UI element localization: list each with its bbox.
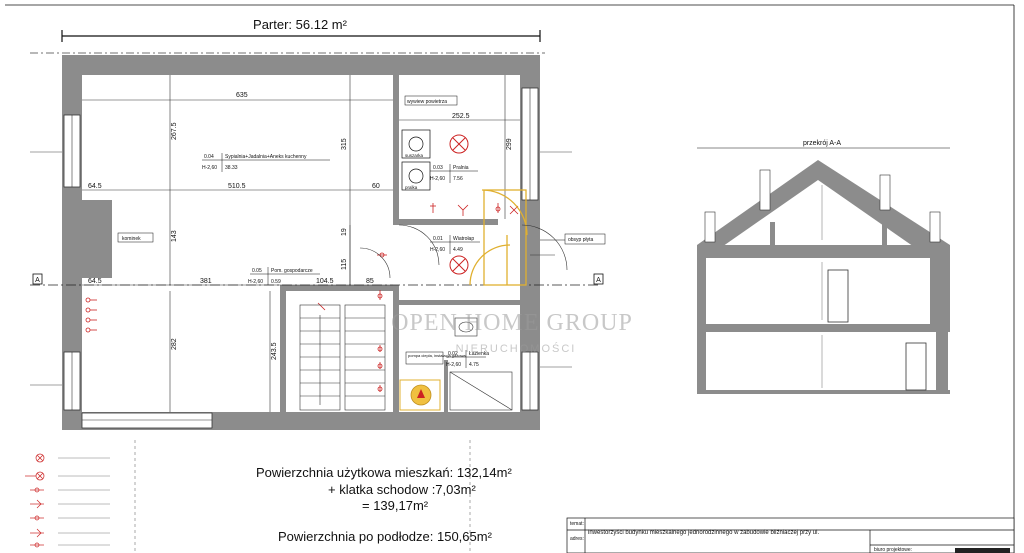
obsypka-label: obsyp płyta: [568, 237, 594, 243]
walls: [62, 55, 540, 430]
dim-645b: 64.5: [88, 278, 102, 285]
kominek-label: kominek: [122, 236, 141, 242]
area-floor: Powierzchnia po podłodze: 150,65m²: [278, 529, 492, 544]
svg-text:H-2,60: H-2,60: [430, 247, 445, 253]
svg-text:Sypialnia+Jadalnia+Aneks kuche: Sypialnia+Jadalnia+Aneks kuchenny: [225, 154, 307, 160]
dim-2675: 267.5: [171, 122, 178, 140]
window-mullions: [71, 88, 531, 421]
header-dimension-line: [61, 30, 541, 42]
svg-text:0.01: 0.01: [433, 236, 443, 242]
dim-143: 143: [171, 230, 178, 242]
svg-text:7.56: 7.56: [453, 176, 463, 182]
svg-text:0.05: 0.05: [252, 268, 262, 274]
legend-symbols: [25, 453, 45, 548]
temat-text: inwestorzyści budynku mieszkalnego jedno…: [588, 530, 819, 536]
section-drawing: [697, 160, 950, 394]
svg-text:Pom. gospodarcze: Pom. gospodarcze: [271, 268, 313, 274]
area-stairs: + klatka schodow :7,03m²: [328, 482, 476, 497]
pralka-label: pralka: [405, 185, 418, 190]
floor-title: Parter: 56.12 m²: [253, 17, 348, 32]
biuro-label: biuro projektowe:: [874, 547, 912, 553]
pompa-box: [405, 351, 444, 365]
room-label-living: 0.04 Sypialnia+Jadalnia+Aneks kuchenny H…: [202, 153, 330, 172]
svg-text:0.04: 0.04: [204, 154, 214, 160]
watermark-brand: OPEN HOME GROUP: [391, 310, 633, 336]
wywiew-label: wywiew powietrza: [407, 99, 447, 105]
suszarka-label: suszarka: [405, 153, 424, 158]
svg-text:4.49: 4.49: [453, 247, 463, 253]
section-marker: [593, 273, 604, 285]
section-a-right: A: [596, 277, 601, 284]
ventilation-symbols: [449, 134, 469, 275]
electrical-symbols: [85, 203, 519, 392]
entrance-door: [469, 189, 528, 286]
doors: [359, 224, 568, 279]
dim-5105: 510.5: [228, 183, 246, 190]
svg-text:H-2,60: H-2,60: [446, 362, 461, 368]
dim-381: 381: [200, 278, 212, 285]
room-label-wiatrolap: 0.01 Wiatrołap H-2,60 4.49: [430, 235, 480, 254]
svg-text:0.02: 0.02: [448, 351, 458, 357]
room-label-pralnia: 0.03 Pralnia H-2,60 7.56: [430, 164, 478, 183]
dim-299: 299: [506, 138, 513, 150]
legend-lines: [58, 457, 110, 546]
dim-315: 315: [341, 138, 348, 150]
title-block-tab: [955, 548, 1010, 553]
dimension-labels: 635 267.5 315 252.5 299 64.5 510.5 60 14…: [88, 92, 513, 360]
section-a-left: A: [35, 277, 40, 284]
svg-text:H-2,60: H-2,60: [430, 176, 445, 182]
section-title: przekrój A-A: [803, 140, 841, 147]
pompa-label: pompa ciepła, instalacja gazowa: [408, 353, 466, 358]
obsypka-box: [564, 233, 606, 245]
appliances: [401, 129, 431, 191]
area-usable: Powierzchnia użytkowa mieszkań: 132,14m²: [256, 465, 512, 480]
bathroom-fixtures: [449, 317, 513, 411]
kominek-box: [117, 232, 154, 243]
svg-text:4.75: 4.75: [469, 362, 479, 368]
svg-text:H-2,60: H-2,60: [248, 279, 263, 285]
dim-19: 19: [341, 228, 348, 236]
room-labels: 0.04 Sypialnia+Jadalnia+Aneks kuchenny H…: [202, 153, 489, 368]
svg-text:0.03: 0.03: [433, 165, 443, 171]
watermark-sub: NIERUCHOMOŚCI: [456, 342, 577, 355]
temat-label: temat:: [570, 521, 584, 527]
adres-label: adres:: [570, 536, 584, 542]
staircase: [299, 304, 386, 411]
section-marker: [32, 273, 43, 285]
svg-text:Pralnia: Pralnia: [453, 165, 469, 171]
svg-text:0.59: 0.59: [271, 279, 281, 285]
room-label-pom-gosp: 0.05 Pom. gospodarcze H-2,60 0.59: [248, 267, 320, 285]
dimension-lines: [82, 75, 520, 412]
svg-text:38.33: 38.33: [225, 165, 238, 171]
room-label-lazienka: 0.02 Łazienka H-2,60 4.75: [446, 350, 489, 368]
svg-text:Łazienka: Łazienka: [469, 351, 489, 357]
svg-text:H-2,60: H-2,60: [202, 165, 217, 171]
dim-60: 60: [372, 183, 380, 190]
wywiew-box: [404, 95, 458, 106]
svg-text:Wiatrołap: Wiatrołap: [453, 236, 474, 242]
boiler-frame: [399, 379, 441, 411]
dim-635: 635: [236, 92, 248, 99]
dim-645a: 64.5: [88, 183, 102, 190]
dim-1045: 104.5: [316, 278, 334, 285]
dim-282: 282: [171, 338, 178, 350]
dim-85: 85: [366, 278, 374, 285]
area-total: = 139,17m²: [362, 498, 429, 513]
window-tags: [30, 151, 572, 386]
dim-115: 115: [341, 259, 348, 270]
dim-2435: 243.5: [271, 342, 278, 360]
title-block: [566, 517, 1015, 553]
flame-icon: [417, 389, 425, 398]
dim-2525: 252.5: [452, 113, 470, 120]
